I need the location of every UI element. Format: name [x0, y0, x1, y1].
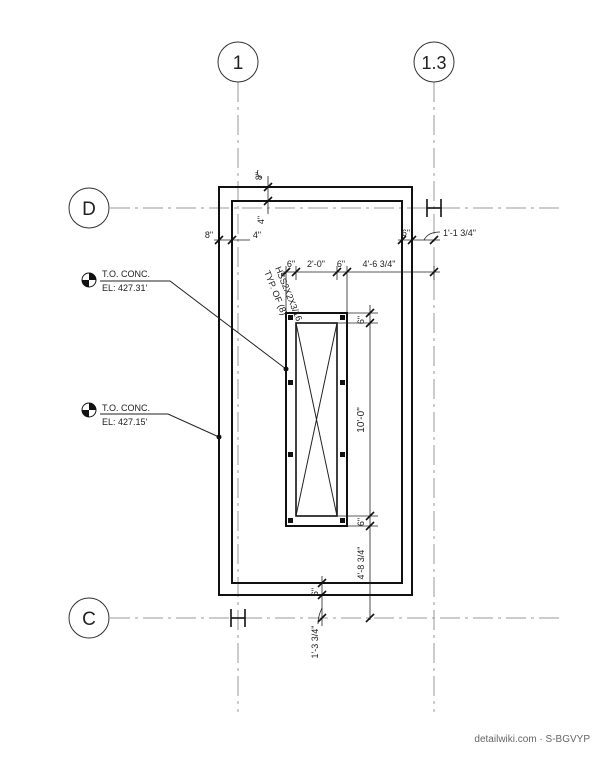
hss-posts — [288, 315, 345, 523]
dim-length-10-0: 10'-0" — [356, 407, 367, 433]
dim-post-6a: 6" — [287, 259, 295, 269]
dim-right-6: 6" — [402, 228, 410, 238]
hss-post — [340, 518, 345, 523]
dimension-wall-left — [214, 235, 250, 245]
dim-post-6b: 6" — [337, 259, 345, 269]
elevation-2-title: T.O. CONC. — [102, 403, 150, 413]
grid-label-c: C — [82, 609, 96, 630]
dim-post-6-bottom: 6" — [356, 518, 366, 526]
hss-post — [288, 518, 293, 523]
elevation-target-icon — [81, 272, 97, 288]
elevation-marker-1: T.O. CONC. EL: 427.31' — [81, 269, 289, 372]
grid-label-d: D — [82, 199, 96, 220]
dim-offset-4-6-3-4: 4'-6 3/4" — [363, 259, 396, 269]
elevation-1-leader — [100, 280, 287, 370]
elevation-1-title: T.O. CONC. — [102, 269, 150, 279]
hss-post — [340, 452, 345, 457]
grid-bubble-d: D — [68, 187, 110, 229]
dim-opening-2-0: 2'-0" — [307, 259, 325, 269]
opening-cross-2 — [295, 322, 338, 517]
dim-top-8: 8" — [254, 172, 264, 180]
dimension-wall-top — [257, 169, 273, 214]
hss-post — [288, 380, 293, 385]
elevation-2-value: EL: 427.15' — [102, 417, 148, 427]
dim-top-4: 4" — [256, 216, 266, 224]
elevation-2-leader — [100, 413, 220, 438]
dim-offset-4-8-3-4: 4'-8 3/4" — [356, 547, 366, 580]
grid-label-1: 1 — [233, 53, 244, 74]
elevation-1-leader-dot — [283, 366, 289, 372]
grid-bubble-1-3: 1.3 — [413, 41, 455, 83]
dim-bottom-6: 6" — [310, 588, 320, 596]
dim-right-1-1-3-4: 1'-1 3/4" — [443, 228, 476, 238]
grid-bubble-1: 1 — [217, 41, 259, 83]
hss-post — [340, 380, 345, 385]
dimension-wall-bottom — [317, 576, 327, 626]
grid-bubble-c: C — [68, 597, 110, 639]
dimension-string-right — [337, 305, 378, 623]
hss-post — [340, 315, 345, 320]
hss-post — [288, 452, 293, 457]
hss-post — [288, 315, 293, 320]
slab-outer-edge — [218, 186, 413, 596]
watermark: detailwiki.com · S-BGVYP — [474, 734, 590, 745]
grid-h-marker-d — [426, 199, 442, 217]
grid-label-1-3: 1.3 — [421, 53, 446, 73]
dim-bottom-1-3-3-4: 1'-3 3/4" — [310, 626, 320, 659]
elevation-1-value: EL: 427.31' — [102, 283, 148, 293]
hss-frame-opening — [285, 312, 348, 527]
dim-post-6-top: 6" — [356, 316, 366, 324]
grid-h-marker-c — [230, 609, 246, 627]
dimension-wall-right — [397, 231, 441, 245]
dimension-string-top — [281, 266, 440, 313]
elevation-marker-2: T.O. CONC. EL: 427.15' — [81, 402, 222, 440]
elevation-target-icon — [81, 402, 97, 418]
dim-left-4: 4" — [253, 230, 261, 240]
dim-left-8: 8" — [205, 230, 213, 240]
elevation-2-leader-dot — [216, 434, 222, 440]
slab-inner-edge — [231, 200, 403, 584]
